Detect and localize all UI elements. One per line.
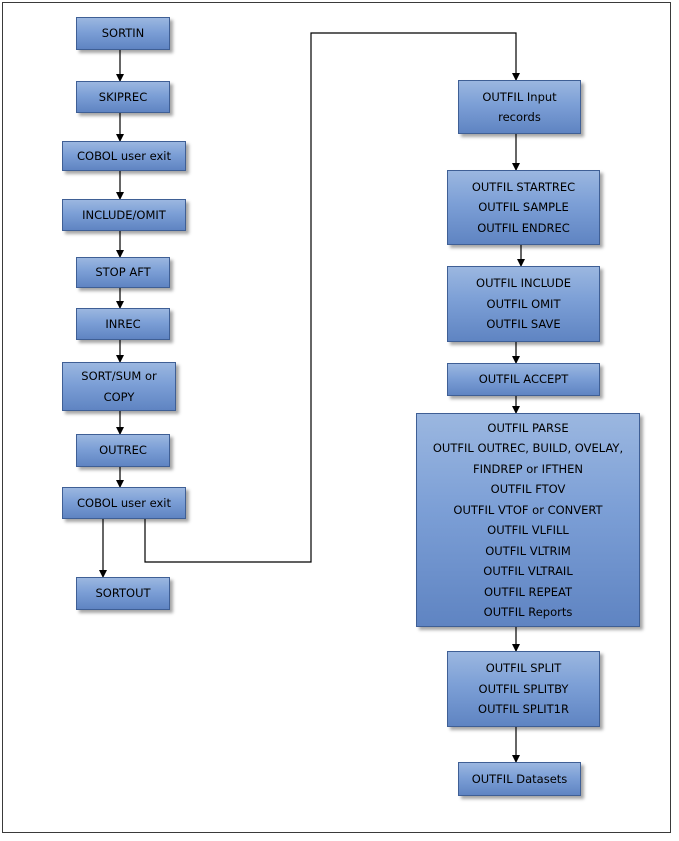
box-text-line: OUTFIL VLFILL (487, 523, 569, 537)
box-text-line: COPY (103, 389, 135, 404)
box-text-line: OUTFIL VLTRIM (485, 543, 571, 558)
box-outfil-split-group: OUTFIL SPLIT OUTFIL SPLITBY OUTFIL SPLIT1R (447, 651, 600, 727)
box-outfil-parse-group: OUTFIL PARSE OUTFIL OUTREC, BUILD, OVELAY… (416, 413, 640, 627)
box-text-line: records (498, 110, 541, 124)
box-text-line: OUTFIL VTOF or CONVERT (453, 502, 603, 517)
box-text-line: FINDREP or IFTHEN (472, 461, 584, 476)
box-sortin: SORTIN (76, 17, 170, 50)
box-sortout: SORTOUT (76, 577, 170, 610)
box-text-line: OUTFIL SPLIT (485, 661, 562, 676)
box-text-line: SKIPREC (98, 89, 148, 104)
box-outfil-include-group: OUTFIL INCLUDE OUTFIL OMIT OUTFIL SAVE (447, 266, 600, 342)
box-text-line: OUTFIL ACCEPT (478, 372, 569, 387)
box-text-line: STOP AFT (95, 265, 151, 280)
box-include-omit: INCLUDE/OMIT (62, 199, 186, 231)
box-text-line: OUTFIL STARTREC (471, 179, 576, 194)
box-text-line: OUTFIL Reports (483, 605, 573, 619)
box-text-line: SORTOUT (95, 586, 151, 601)
box-text-line: OUTFIL VLTRAIL (483, 564, 573, 578)
box-text-line: INCLUDE/OMIT (82, 207, 166, 222)
box-text-line: OUTFIL ENDREC (477, 220, 570, 235)
box-text-line: OUTFIL INCLUDE (476, 276, 571, 291)
box-text-line: OUTFIL SAVE (486, 317, 561, 332)
box-text-line: OUTFIL Datasets (471, 771, 568, 786)
box-inrec: INREC (76, 308, 170, 340)
box-stop-aft: STOP AFT (76, 257, 170, 288)
box-outfil-accept: OUTFIL ACCEPT (447, 363, 600, 396)
box-text-line: OUTFIL SPLITBY (478, 681, 569, 696)
box-text-line: OUTFIL SPLIT1R (478, 702, 569, 717)
box-outfil-input-records: OUTFIL Input records (458, 80, 581, 134)
box-text-line: INREC (105, 316, 141, 331)
box-cobol-user-exit-1: COBOL user exit (62, 141, 186, 171)
box-text-line: COBOL user exit (76, 495, 171, 510)
box-text-line: SORTIN (101, 26, 145, 41)
box-text-line: OUTFIL REPEAT (483, 584, 573, 599)
box-text-line: OUTFIL PARSE (487, 420, 569, 435)
box-text-line: OUTFIL Input (482, 89, 557, 104)
box-text-line: OUTFIL SAMPLE (478, 200, 569, 215)
box-text-line: OUTFIL FTOV (490, 482, 566, 496)
arrow-cobol2-outfil-input (144, 32, 520, 563)
box-cobol-user-exit-2: COBOL user exit (62, 487, 186, 519)
box-outfil-datasets: OUTFIL Datasets (458, 762, 581, 796)
diagram-frame (2, 2, 671, 833)
box-text-line: OUTFIL OUTREC, BUILD, OVELAY, (432, 441, 624, 455)
box-outrec: OUTREC (76, 434, 170, 467)
box-text-line: OUTFIL OMIT (486, 296, 561, 311)
box-text-line: OUTREC (99, 443, 147, 458)
box-text-line: SORT/SUM or (81, 369, 157, 383)
box-skiprec: SKIPREC (76, 81, 170, 113)
box-outfil-startrec-group: OUTFIL STARTREC OUTFIL SAMPLE OUTFIL ENDRE… (447, 170, 600, 245)
box-text-line: COBOL user exit (76, 148, 171, 163)
box-sort-sum-copy: SORT/SUM or COPY (62, 362, 176, 411)
